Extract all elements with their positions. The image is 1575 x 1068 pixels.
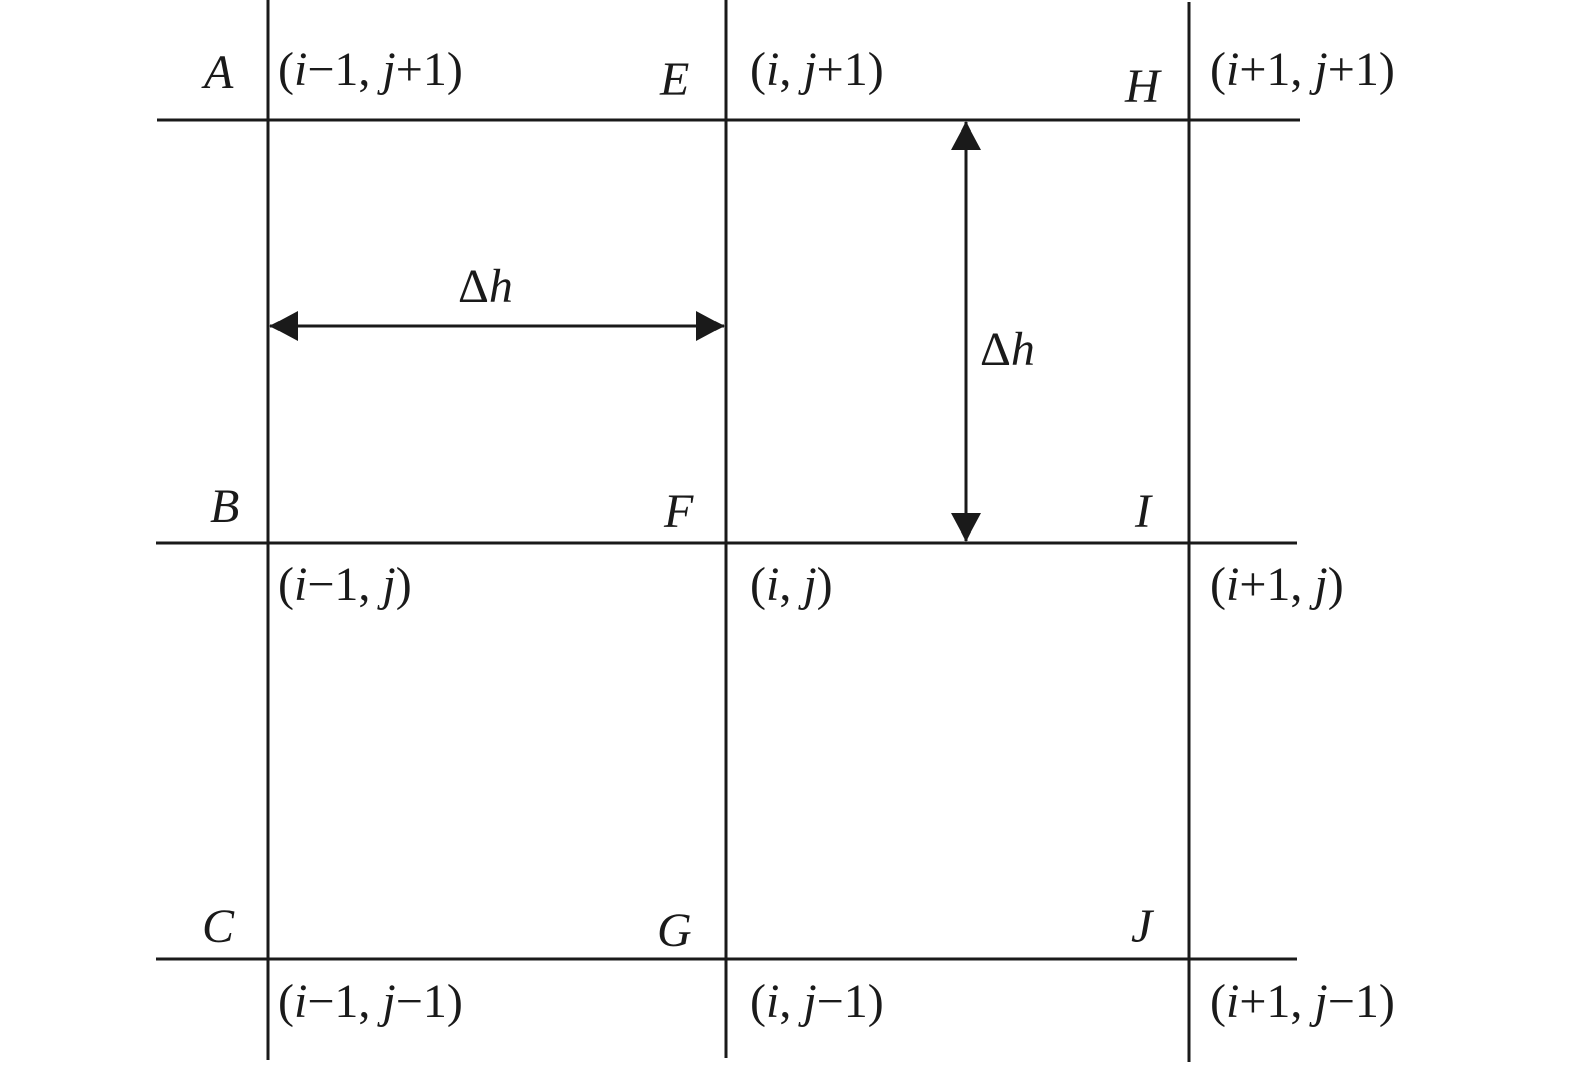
coord-label-top-mid: (i, j+1) <box>750 43 884 96</box>
point-label-i: I <box>1134 485 1153 538</box>
point-label-a: A <box>201 46 234 99</box>
point-label-c: C <box>202 900 235 953</box>
arrowhead-left <box>270 311 298 341</box>
point-label-h: H <box>1124 60 1162 113</box>
arrowhead-up <box>951 122 981 150</box>
coord-label-mid-right: (i+1, j) <box>1210 558 1344 611</box>
point-label-b: B <box>210 480 239 533</box>
vertical-spacing-label: Δh <box>980 323 1035 376</box>
arrowhead-right <box>696 311 724 341</box>
coord-label-mid-mid: (i, j) <box>750 558 833 611</box>
point-label-g: G <box>657 904 692 957</box>
coord-label-bot-mid: (i, j−1) <box>750 975 884 1028</box>
coord-label-bot-right: (i+1, j−1) <box>1210 975 1395 1028</box>
point-label-j: J <box>1131 900 1155 953</box>
point-label-f: F <box>663 485 694 538</box>
coord-label-top-left: (i−1, j+1) <box>278 43 463 96</box>
horizontal-spacing-label: Δh <box>458 260 513 313</box>
point-label-e: E <box>659 53 689 106</box>
coord-label-bot-left: (i−1, j−1) <box>278 975 463 1028</box>
coord-label-top-right: (i+1, j+1) <box>1210 43 1395 96</box>
arrowhead-down <box>951 513 981 541</box>
coord-label-mid-left: (i−1, j) <box>278 558 412 611</box>
